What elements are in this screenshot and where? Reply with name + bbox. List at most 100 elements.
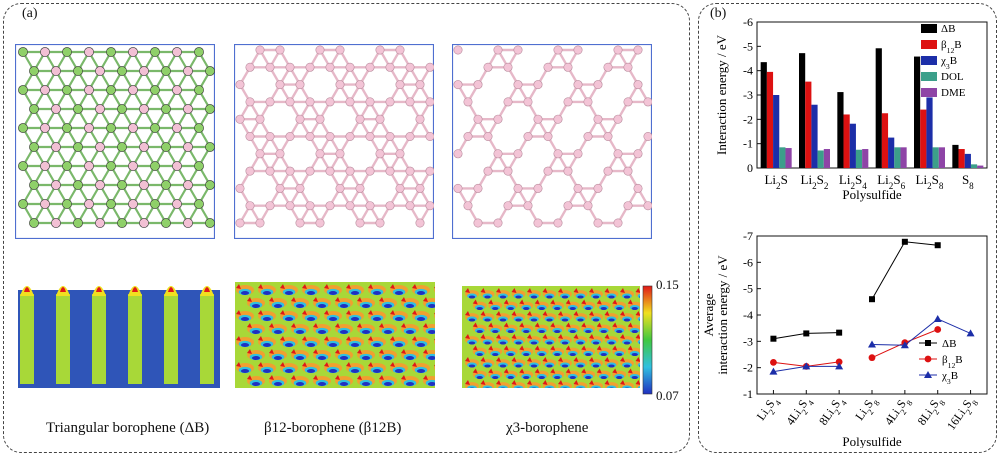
bar: [785, 148, 792, 168]
bar: [773, 95, 780, 168]
x-category-label: Li2S8: [916, 172, 944, 191]
bar: [760, 62, 767, 168]
data-point: [769, 367, 778, 375]
legend-label: β12B: [942, 354, 963, 370]
y-tick-label: -7: [743, 229, 753, 243]
chi3-density-map: [462, 286, 640, 388]
colorbar-min: 0.07: [656, 388, 679, 403]
legend-swatch: [921, 24, 937, 33]
data-point: [869, 296, 875, 303]
colorbar-max: 0.15: [656, 277, 679, 292]
data-point: [836, 329, 843, 336]
bar: [932, 147, 939, 168]
panel-a-label: (a): [22, 6, 38, 21]
bar: [958, 149, 965, 168]
bar: [817, 150, 824, 168]
data-point: [770, 359, 777, 366]
data-point: [868, 340, 876, 348]
x-axis-label: Polysulfide: [842, 434, 901, 448]
data-point: [835, 362, 844, 370]
legend-label: DOL: [941, 71, 964, 83]
legend-label: χ3B: [941, 370, 958, 386]
bar: [766, 71, 774, 168]
y-tick-label: -2: [743, 361, 753, 375]
x-category-label: 4Li2S8: [882, 394, 915, 430]
y-tick-label: -4: [743, 308, 753, 322]
panel-a: [3, 3, 690, 453]
y-tick-label: -3: [743, 88, 753, 102]
caption-triangular: Triangular borophene (ΔB): [46, 420, 210, 436]
y-tick-label: -1: [743, 137, 753, 151]
legend-marker: [924, 371, 932, 378]
y-tick-label: -5: [743, 39, 753, 53]
y-tick-label: -6: [743, 15, 753, 29]
series-line: [871, 241, 938, 300]
legend-swatch: [921, 40, 937, 49]
bar: [843, 114, 850, 168]
colorbar: [642, 285, 653, 395]
bar: [799, 53, 806, 168]
bar: [900, 147, 907, 168]
y-axis-label: Interaction energy / eV: [714, 34, 729, 155]
caption-chi3: χ3-borophene: [506, 420, 589, 436]
triangular-borophene-structure: [15, 44, 215, 239]
legend-label: ΔB: [942, 338, 956, 350]
x-category-label: Li2S6: [877, 172, 905, 191]
y-tick-label: -6: [743, 255, 753, 269]
bar: [823, 149, 830, 168]
bar: [914, 56, 921, 169]
panel-b: [698, 3, 997, 453]
y-tick-label: -1: [743, 387, 753, 401]
legend-marker: [924, 355, 932, 363]
legend-swatch: [921, 88, 937, 97]
y-axis-label: Average: [701, 293, 716, 336]
bar: [875, 48, 882, 168]
panel-b-label: (b): [710, 6, 727, 21]
x-category-label: 16Li2S8: [944, 394, 980, 435]
bar: [855, 149, 863, 168]
x-category-label: Li2S4: [754, 393, 784, 425]
data-point: [933, 314, 942, 322]
bar: [837, 92, 844, 168]
legend-label: ΔB: [941, 23, 955, 35]
legend-marker: [925, 340, 931, 346]
y-tick-label: 0: [747, 161, 753, 175]
data-point: [900, 341, 909, 349]
x-category-label: Li2S4: [839, 172, 867, 191]
legend-label: DME: [941, 87, 966, 99]
bar: [805, 81, 812, 168]
bar: [926, 97, 933, 168]
data-point: [868, 354, 876, 362]
bar: [970, 164, 978, 168]
beta12-density-map: [235, 282, 435, 388]
bar: [779, 147, 786, 168]
legend-swatch: [921, 72, 937, 81]
bar: [811, 104, 818, 168]
series-line: [871, 318, 971, 346]
bar: [952, 144, 959, 168]
y-tick-label: -5: [743, 282, 753, 296]
bar: [938, 147, 945, 168]
line-chart: -1-2-3-4-5-6-7Li2S44Li2S48Li2S4Li2S84Li2…: [701, 229, 988, 448]
data-point: [803, 330, 810, 337]
beta12-borophene-structure: [234, 44, 434, 239]
x-category-label: 8Li2S4: [816, 393, 849, 430]
triangular-density-map: [18, 286, 220, 388]
x-category-label: 8Li2S8: [915, 394, 948, 430]
data-point: [770, 335, 777, 342]
bar: [964, 153, 971, 168]
bar: [888, 137, 895, 168]
legend-label: χ3B: [940, 55, 957, 71]
bar: [862, 149, 869, 168]
y-tick-label: -3: [743, 334, 753, 348]
legend-swatch: [921, 56, 937, 65]
y-axis-label: interaction energy / eV: [715, 255, 730, 375]
data-point: [901, 238, 908, 245]
x-axis-label: Polysulfide: [842, 187, 901, 202]
data-point: [966, 329, 975, 337]
legend-label: β12B: [941, 39, 962, 55]
bar: [977, 165, 984, 168]
data-point: [934, 242, 941, 249]
